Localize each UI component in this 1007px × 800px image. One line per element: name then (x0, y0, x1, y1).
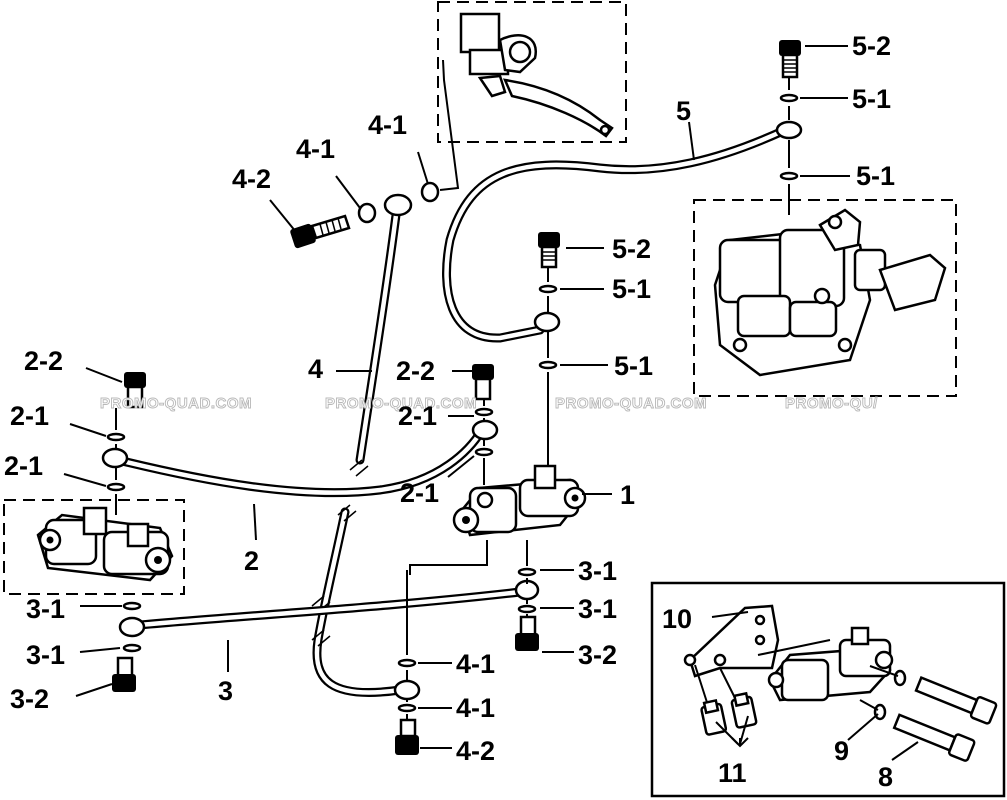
banjo-bolt-5-2-mid (538, 232, 560, 269)
callout-2-1-b: 2-1 (398, 401, 437, 431)
banjo-bolt-4-2-bottom (395, 718, 419, 755)
banjo-bolt-3-2-left (112, 656, 136, 692)
callout-3-2-right: 3-2 (578, 640, 617, 670)
leader-lines (63, 45, 919, 761)
watermark: PROMO-QUAD.COM (555, 395, 707, 412)
callout-3-1-a: 3-1 (578, 556, 617, 586)
washer-5-1-d (538, 360, 558, 370)
callout-5-2-top: 5-2 (852, 31, 891, 61)
brake-hose-3 (118, 579, 540, 638)
callout-4-1-b: 4-1 (296, 134, 335, 164)
callout-5-1-c: 5-1 (612, 274, 651, 304)
callout-2-2-left: 2-2 (24, 346, 63, 376)
distributor-inset-box (3, 499, 185, 595)
brake-caliper-inset-box (693, 199, 957, 397)
callout-4-2-top: 4-2 (232, 164, 271, 194)
banjo-bolt-4-2-top (290, 214, 351, 249)
callout-8: 8 (878, 762, 893, 792)
callout-5-2-mid: 5-2 (612, 234, 651, 264)
callout-3-2-left: 3-2 (10, 684, 49, 714)
callout-3-1-d: 3-1 (26, 640, 65, 670)
watermark: PROMO-QUAD.COM (325, 395, 477, 412)
washer-2-1-c (474, 407, 494, 417)
callout-4-1-c: 4-1 (456, 649, 495, 679)
callout-2-1-c: 2-1 (4, 451, 43, 481)
washer-5-1-b (779, 171, 799, 181)
brake-lever-assembly (459, 12, 614, 138)
banjo-bolt-3-2-right (515, 615, 539, 651)
washer-2-1-b (106, 482, 126, 492)
washer-3-1-b (122, 643, 142, 653)
callout-3-1-c: 3-1 (578, 594, 617, 624)
washer-4-1-b (420, 181, 440, 203)
brake-lever-inset-box (437, 1, 627, 143)
callout-2: 2 (244, 546, 259, 576)
callout-1: 1 (620, 480, 635, 510)
washer-5-1-c (538, 284, 558, 294)
brake-hose-4 (311, 193, 421, 701)
callout-9: 9 (834, 736, 849, 766)
callout-4-2-bottom: 4-2 (456, 736, 495, 766)
callout-5-1-d: 5-1 (614, 351, 653, 381)
callout-5-1-b: 5-1 (856, 161, 895, 191)
banjo-bolt-2-2-mid (472, 364, 494, 401)
washer-3-1-d (517, 604, 537, 614)
brake-hose-5 (442, 120, 803, 343)
mounting-bracket-assembly (683, 604, 998, 762)
banjo-bolt-2-2-left (124, 372, 146, 409)
washer-3-1-c (517, 567, 537, 577)
washer-4-1-a (357, 202, 377, 224)
washer-2-1-a (106, 432, 126, 442)
brake-hose-2 (101, 419, 499, 498)
watermark: PROMO-QUAD.COM (100, 395, 252, 412)
callout-10: 10 (662, 604, 692, 634)
washer-4-1-d (397, 703, 417, 713)
brake-caliper-assembly (713, 208, 947, 377)
callout-2-2-mid: 2-2 (396, 356, 435, 386)
washer-3-1-a (122, 601, 142, 611)
callout-4-1-d: 4-1 (456, 693, 495, 723)
callout-11: 11 (718, 758, 747, 788)
callout-4-1-a: 4-1 (368, 110, 407, 140)
washer-5-1-a (779, 93, 799, 103)
callout-2-1-a: 2-1 (10, 401, 49, 431)
watermark: PROMO-QU/ (785, 395, 878, 412)
distributor-valve-inset (36, 506, 174, 582)
callout-5: 5 (676, 96, 691, 126)
callout-4: 4 (308, 354, 323, 384)
callout-labels: 5-2 5-1 5 5-1 4-1 4-1 4-2 5-2 5-1 5-1 2-… (4, 31, 895, 792)
brake-distributor-valve-1 (452, 464, 587, 537)
callout-5-1-a: 5-1 (852, 84, 891, 114)
callout-3-1-b: 3-1 (26, 594, 65, 624)
washer-2-1-d (474, 447, 494, 457)
banjo-bolt-5-2-top (779, 40, 801, 79)
mounting-bracket-inset-box (650, 581, 1006, 798)
callout-3: 3 (218, 676, 233, 706)
callout-2-1-d: 2-1 (400, 478, 439, 508)
washer-4-1-c (397, 658, 417, 668)
